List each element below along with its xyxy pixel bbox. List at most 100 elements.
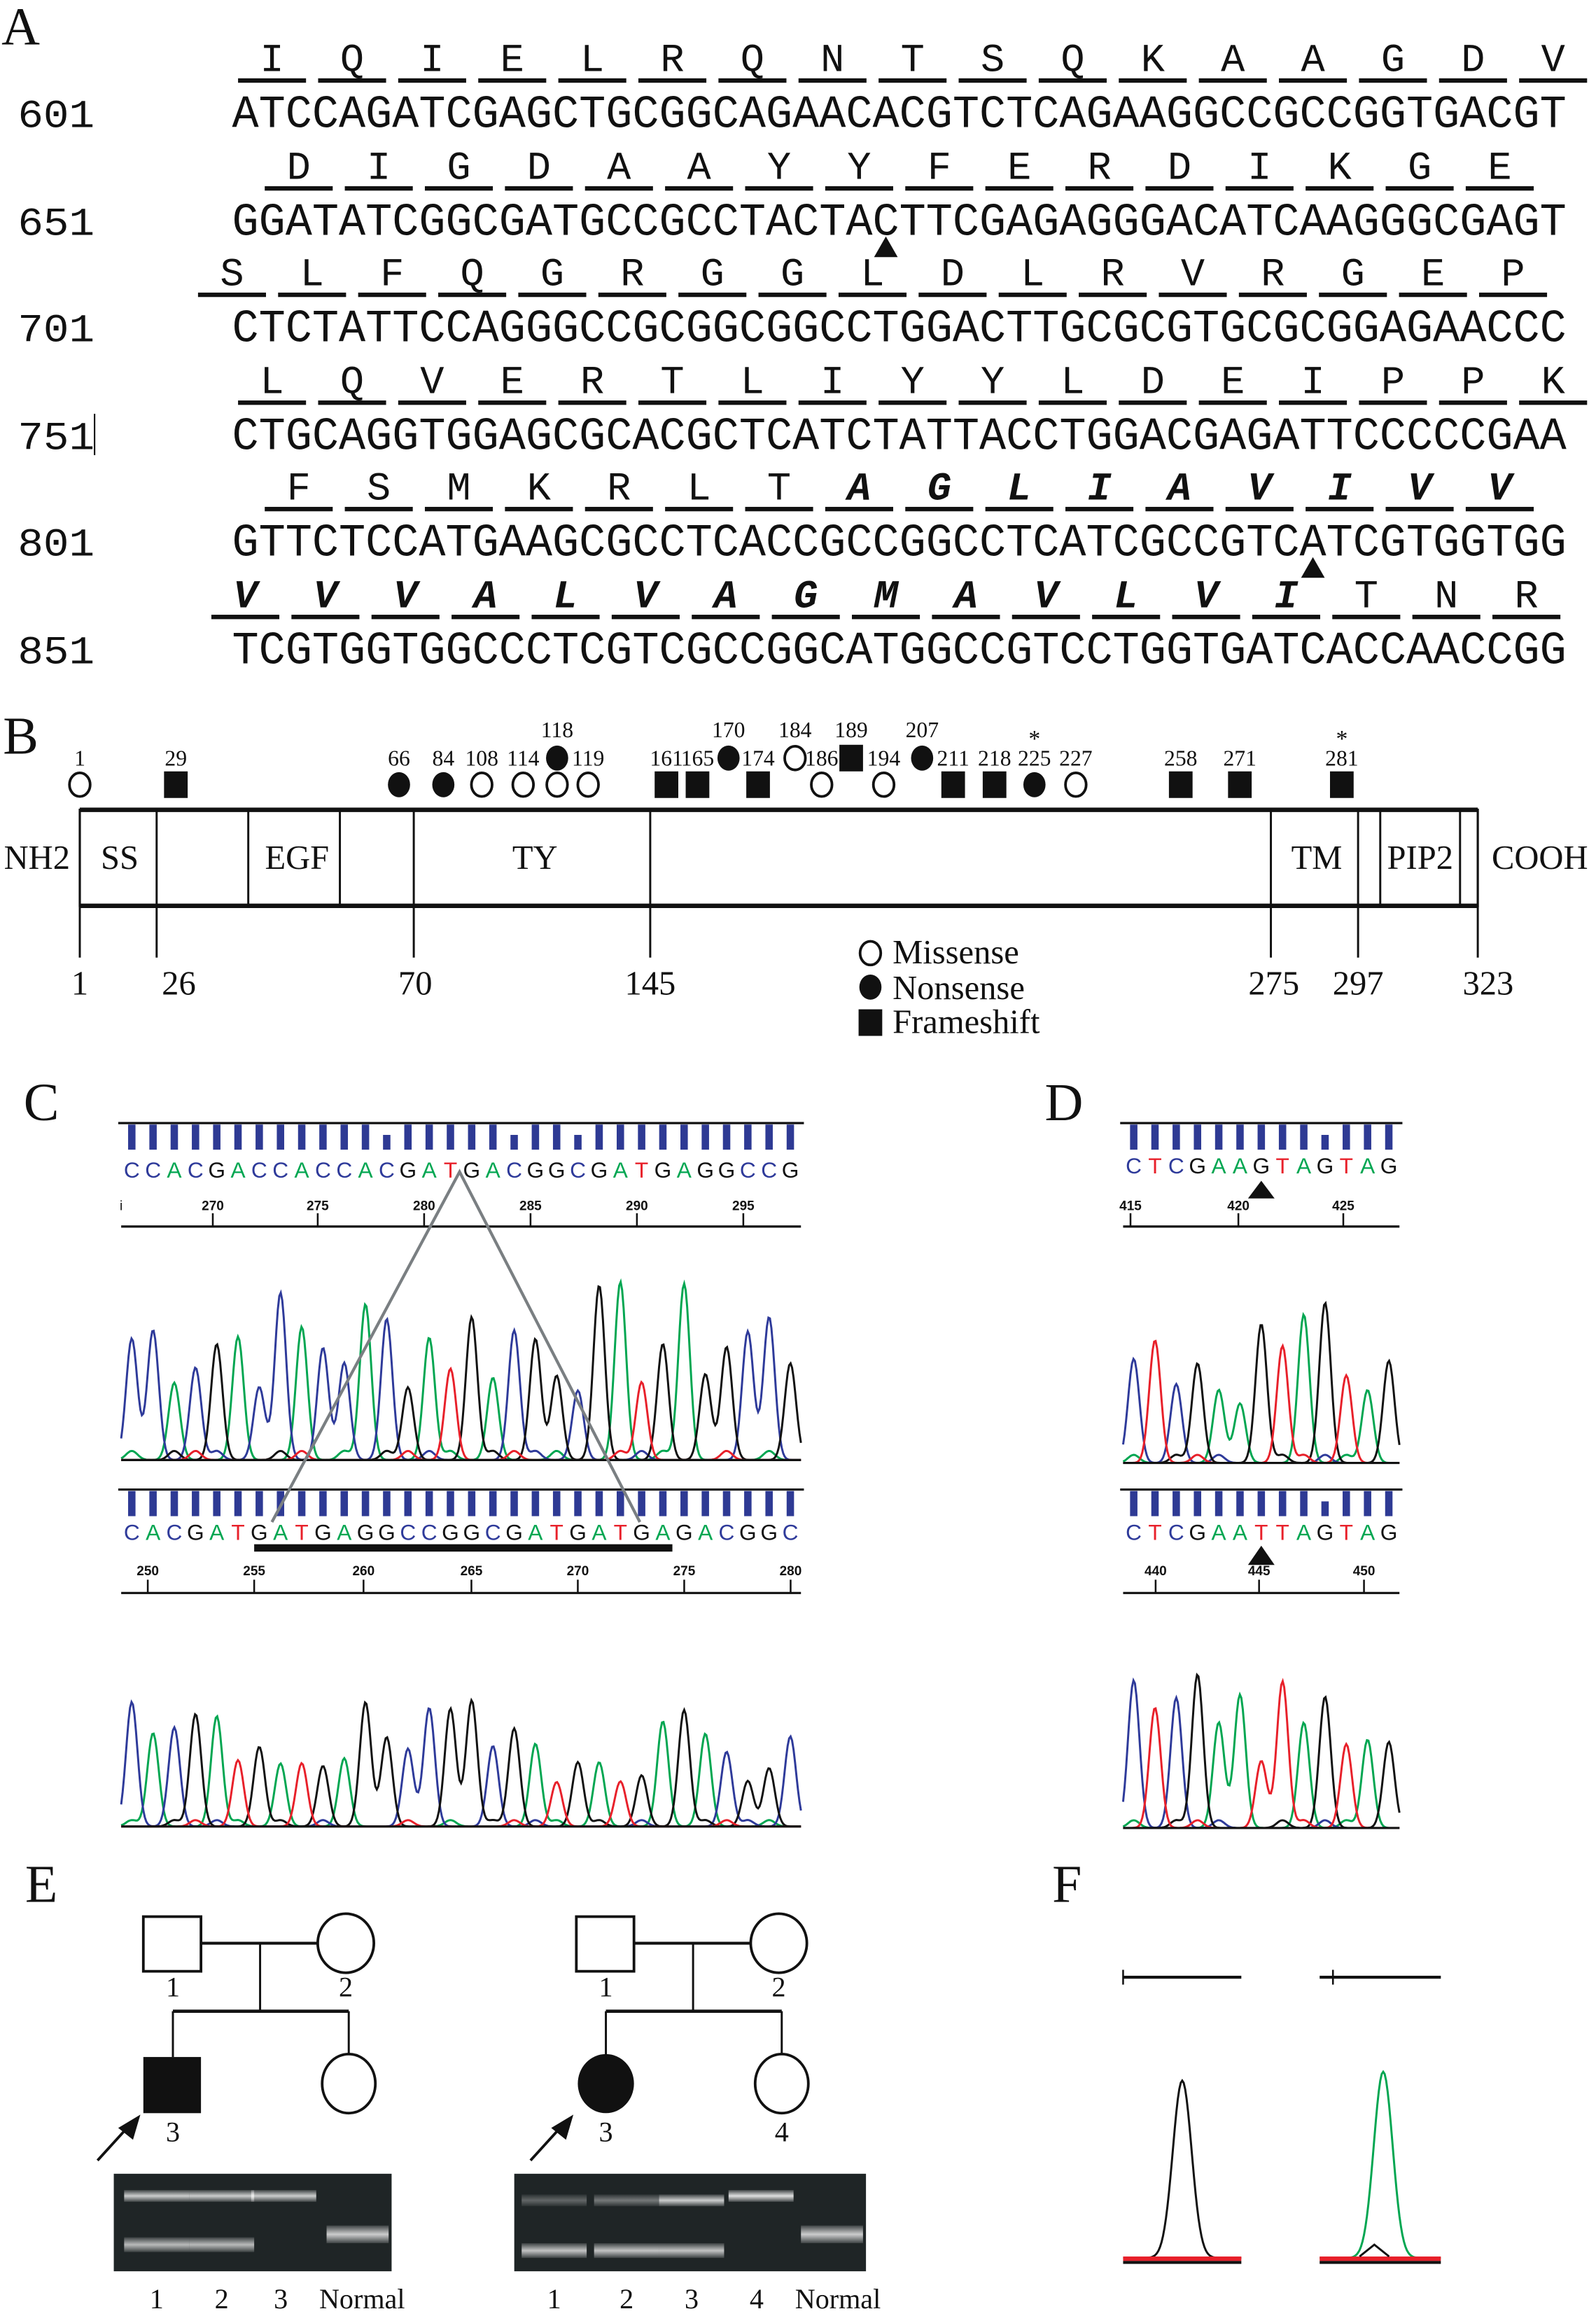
mutation-position-label: 258 [1164, 746, 1197, 770]
mutation-position-label: 189 [834, 718, 867, 742]
base-call: G [1253, 1153, 1270, 1178]
amino-acid: R [607, 467, 631, 512]
domain-label-ty: TY [512, 839, 558, 877]
missense-marker [783, 744, 807, 772]
panel-label: C [24, 1073, 59, 1132]
base-call: C [1126, 1519, 1142, 1544]
quality-bar [1257, 1491, 1266, 1516]
amino-acid: I [820, 361, 844, 405]
amino-acid: E [500, 39, 524, 83]
amino-acid: I [1328, 467, 1352, 512]
amino-acid: V [233, 575, 260, 620]
amino-acid: L [687, 467, 711, 512]
quality-bar [361, 1124, 370, 1150]
amino-acid: V [393, 575, 421, 620]
amino-acid: R [1261, 253, 1284, 298]
amino-acid: G [447, 146, 470, 191]
base-call: A [655, 1519, 671, 1544]
amino-acid: A [687, 146, 712, 191]
base-call: G [760, 1519, 778, 1544]
ruler-tick-label: 290 [626, 1199, 648, 1214]
quality-bar [701, 1124, 709, 1150]
amino-acid: I [1247, 146, 1271, 191]
pedigree-mother-circle [749, 1912, 808, 1974]
quality-bar [510, 1491, 518, 1516]
codon-underline [771, 615, 840, 620]
codon-underline [718, 78, 787, 83]
gel-lane-label: Normal [319, 2283, 405, 2315]
dna-sequence: GTTCTCCATGAAGCGCCTCACCGCCGGCCTCATCGCCGTC… [232, 518, 1566, 570]
base-call: C [1168, 1519, 1184, 1544]
codon-underline [1038, 400, 1107, 405]
legend-nonsense-icon [859, 974, 882, 1000]
quality-bar [552, 1491, 561, 1516]
quality-bar [340, 1491, 349, 1516]
pedigree-member-label: 3 [599, 2116, 613, 2147]
pedigree-member-label: 1 [599, 1972, 613, 2003]
quality-bar [255, 1491, 263, 1516]
base-call: C [315, 1157, 331, 1183]
base-call: G [633, 1519, 650, 1544]
gel-band [124, 2237, 190, 2252]
base-call: G [1189, 1153, 1206, 1178]
codon-underline [1158, 292, 1227, 298]
amino-acid: D [1168, 146, 1191, 191]
base-call: C [251, 1157, 267, 1183]
gel-band [659, 2243, 724, 2259]
amino-acid: Q [741, 39, 764, 83]
frameshift-marker [685, 771, 710, 798]
amino-acid: T [901, 39, 925, 83]
mutation-arrow-icon [874, 236, 898, 258]
mutation-position-label: 119 [572, 746, 604, 770]
base-call: T [1276, 1519, 1289, 1544]
mutation-arrow-icon [1247, 1545, 1275, 1565]
quality-bar [765, 1491, 773, 1516]
base-call: T [635, 1157, 648, 1183]
ruler-tick-label: 440 [1144, 1564, 1167, 1579]
quality-bar [531, 1491, 540, 1516]
codon-underline [505, 186, 573, 191]
codon-underline [1332, 615, 1401, 620]
base-call: A [337, 1519, 352, 1544]
amino-acid: K [1541, 361, 1566, 405]
amino-acid: G [1408, 146, 1432, 191]
amino-acid: G [701, 253, 724, 298]
quality-bar [1151, 1491, 1159, 1516]
codon-underline [718, 400, 787, 405]
gel-band [189, 2190, 255, 2202]
codon-underline [238, 400, 307, 405]
base-call: A [1233, 1153, 1248, 1178]
codon-underline [838, 292, 907, 298]
codon-underline [424, 506, 493, 512]
missense-marker [810, 771, 834, 798]
amino-acid: A [1166, 467, 1191, 512]
amino-acid: R [1087, 146, 1111, 191]
frameshift-marker [839, 744, 863, 772]
base-call: A [698, 1519, 713, 1544]
missense-marker [470, 771, 493, 798]
frameshift-marker [1330, 771, 1354, 798]
base-call: A [1212, 1153, 1227, 1178]
codon-underline [424, 186, 493, 191]
codon-underline [398, 78, 466, 83]
quality-bar [404, 1124, 412, 1150]
base-call: G [463, 1157, 481, 1183]
minor-peak [1359, 2243, 1390, 2258]
ruler-tick-label: 275 [673, 1564, 696, 1579]
mutation-position-label: 84 [433, 746, 455, 770]
base-call: A [273, 1519, 288, 1544]
codon-underline [1478, 292, 1548, 298]
base-call: G [718, 1157, 736, 1183]
codon-underline [518, 292, 587, 298]
quality-bar [638, 1491, 645, 1516]
panel-label: F [1052, 1855, 1082, 1913]
quality-bar [447, 1491, 454, 1516]
codon-underline [1438, 78, 1507, 83]
quality-bar [722, 1491, 731, 1516]
base-call: C [336, 1157, 352, 1183]
deletion-triangle-lines [270, 1169, 641, 1523]
amino-acid: S [367, 467, 391, 512]
codon-underline [1145, 186, 1214, 191]
gel-image [113, 2173, 392, 2272]
amino-acid: S [981, 39, 1004, 83]
